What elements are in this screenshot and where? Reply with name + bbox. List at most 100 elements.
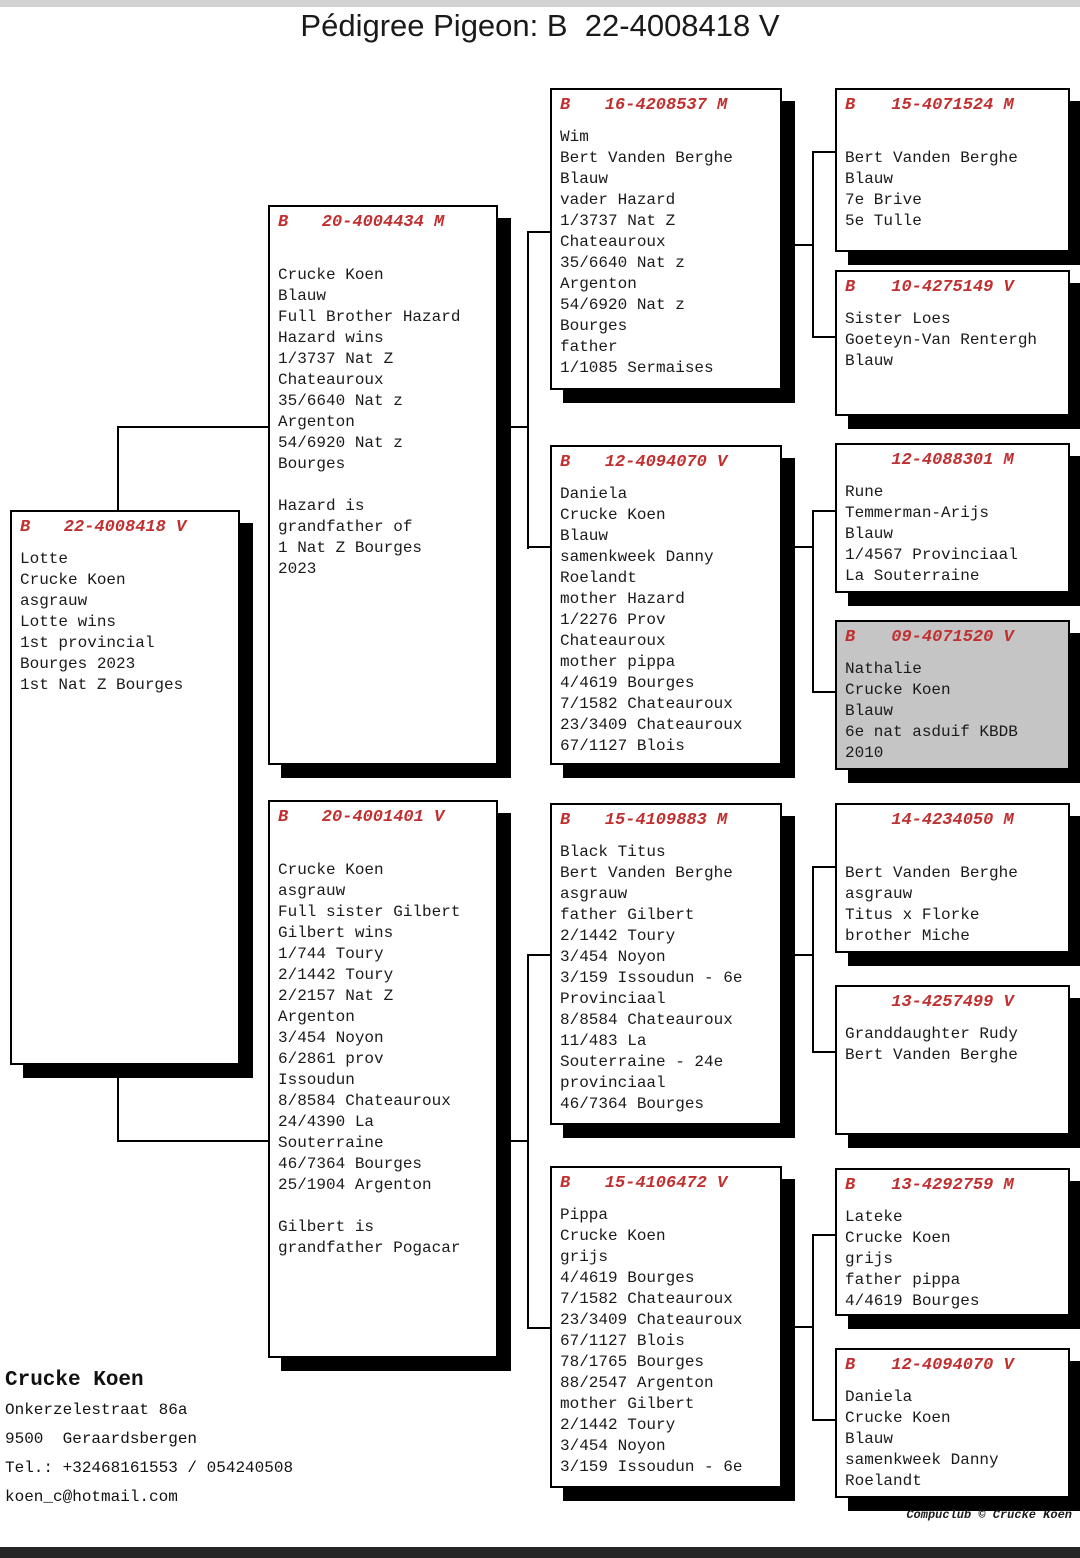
pedigree-line: 2023 <box>278 560 317 578</box>
pedigree-line: Titus x Florke <box>845 906 980 924</box>
pedigree-line: Crucke Koen <box>845 681 951 699</box>
pedigree-line: Bourges <box>278 455 346 473</box>
connector-line <box>498 1140 529 1142</box>
breeder-city: 9500 Geraardsbergen <box>5 1430 198 1448</box>
pedigree-line: Blauw <box>845 1430 894 1448</box>
pedigree-line <box>845 842 1060 863</box>
ring-number: 12-4094070 V <box>604 453 728 472</box>
pedigree-line: Gilbert is <box>278 1218 375 1236</box>
pedigree-line: 3/454 Noyon <box>560 948 666 966</box>
country-code: B <box>560 1174 571 1193</box>
pedigree-line <box>278 475 488 496</box>
pedigree-line: 35/6640 Nat z <box>560 254 685 272</box>
country-code: B <box>278 808 289 827</box>
pedigree-line: 4/4619 Bourges <box>560 674 695 692</box>
pedigree-line <box>278 1196 488 1217</box>
pedigree-line: Bert Vanden Berghe <box>845 864 1018 882</box>
software-credit: Compuclub © Crucke Koen <box>906 1508 1072 1522</box>
pedigree-line: provinciaal <box>560 1074 666 1092</box>
pedigree-line: Provinciaal <box>560 990 666 1008</box>
pedigree-line: grijs <box>845 1250 894 1268</box>
connector-line <box>814 336 835 338</box>
pedigree-line: 25/1904 Argenton <box>278 1176 432 1194</box>
pedigree-line: Issoudun <box>278 1071 355 1089</box>
pedigree-line: Blauw <box>845 525 894 543</box>
pedigree-line: 24/4390 La <box>278 1113 375 1131</box>
pedigree-line: Bert Vanden Berghe <box>560 864 733 882</box>
connector-line <box>812 510 814 693</box>
country-code: B <box>560 811 571 830</box>
pedigree-line: 23/3409 Chateauroux <box>560 1311 743 1329</box>
pedigree-line: Blauw <box>845 170 894 188</box>
pedigree-line: Goeteyn-Van Rentergh <box>845 331 1038 349</box>
ring-header: 14-4234050 M <box>837 805 1068 840</box>
pedigree-line: Lotte <box>20 550 69 568</box>
pedigree-line: Roelandt <box>845 1472 922 1490</box>
pedigree-line: Wim <box>560 128 589 146</box>
connector-line <box>529 1327 552 1329</box>
pedigree-line: Gilbert wins <box>278 924 394 942</box>
pedigree-line: Bert Vanden Berghe <box>560 149 733 167</box>
pedigree-line: Granddaughter Rudy <box>845 1025 1018 1043</box>
pedigree-line: asgrauw <box>560 885 628 903</box>
connector-line <box>782 1326 814 1328</box>
pedigree-line: Roelandt <box>560 569 637 587</box>
pedigree-line: La Souterraine <box>845 567 980 585</box>
pedigree-line: Crucke Koen <box>845 1229 951 1247</box>
pedigree-line: 3/454 Noyon <box>560 1437 666 1455</box>
pedigree-line: 46/7364 Bourges <box>278 1155 423 1173</box>
pedigree-line: Bourges 2023 <box>20 655 136 673</box>
pedigree-line: 2/1442 Toury <box>560 1416 676 1434</box>
pedigree-line: 8/8584 Chateauroux <box>560 1011 733 1029</box>
pedigree-line: 7/1582 Chateauroux <box>560 1290 733 1308</box>
pedigree-line: 3/159 Issoudun - 6e <box>560 969 743 987</box>
pedigree-line: Chateauroux <box>560 632 666 650</box>
pedigree-line: Crucke Koen <box>278 861 384 879</box>
connector-line <box>782 546 814 548</box>
pedigree-line: Argenton <box>560 275 637 293</box>
pedigree-line: mother pippa <box>560 653 676 671</box>
connector-line <box>812 866 814 1053</box>
pedigree-line: 67/1127 Blois <box>560 737 685 755</box>
ring-number: 13-4292759 M <box>891 1176 1014 1195</box>
page-title: Pédigree Pigeon: B 22-4008418 V <box>300 8 780 43</box>
pedigree-line <box>278 244 488 265</box>
connector-line <box>527 954 529 1329</box>
pedigree-line: 8/8584 Chateauroux <box>278 1092 451 1110</box>
pedigree-line: Lateke <box>845 1208 903 1226</box>
pedigree-line: Hazard is <box>278 497 365 515</box>
pedigree-line: Rune <box>845 483 884 501</box>
pedigree-line: 6e nat asduif KBDB <box>845 723 1018 741</box>
bottom-bar <box>0 1547 1080 1558</box>
pedigree-line: asgrauw <box>845 885 913 903</box>
pedigree-line <box>278 839 488 860</box>
country-code: B <box>845 1356 856 1375</box>
pedigree-line: 4/4619 Bourges <box>845 1292 980 1310</box>
pedigree-line: 4/4619 Bourges <box>560 1269 695 1287</box>
pedigree-line: asgrauw <box>20 592 88 610</box>
country-code: B <box>560 96 571 115</box>
pedigree-line: 1st provincial <box>20 634 155 652</box>
ring-number: 15-4109883 M <box>604 811 728 830</box>
ring-number: 10-4275149 V <box>891 278 1014 297</box>
ring-number: 14-4234050 M <box>891 811 1014 830</box>
pedigree-line: brother Miche <box>845 927 970 945</box>
pedigree-line: Daniela <box>845 1388 913 1406</box>
pedigree-line: 46/7364 Bourges <box>560 1095 705 1113</box>
